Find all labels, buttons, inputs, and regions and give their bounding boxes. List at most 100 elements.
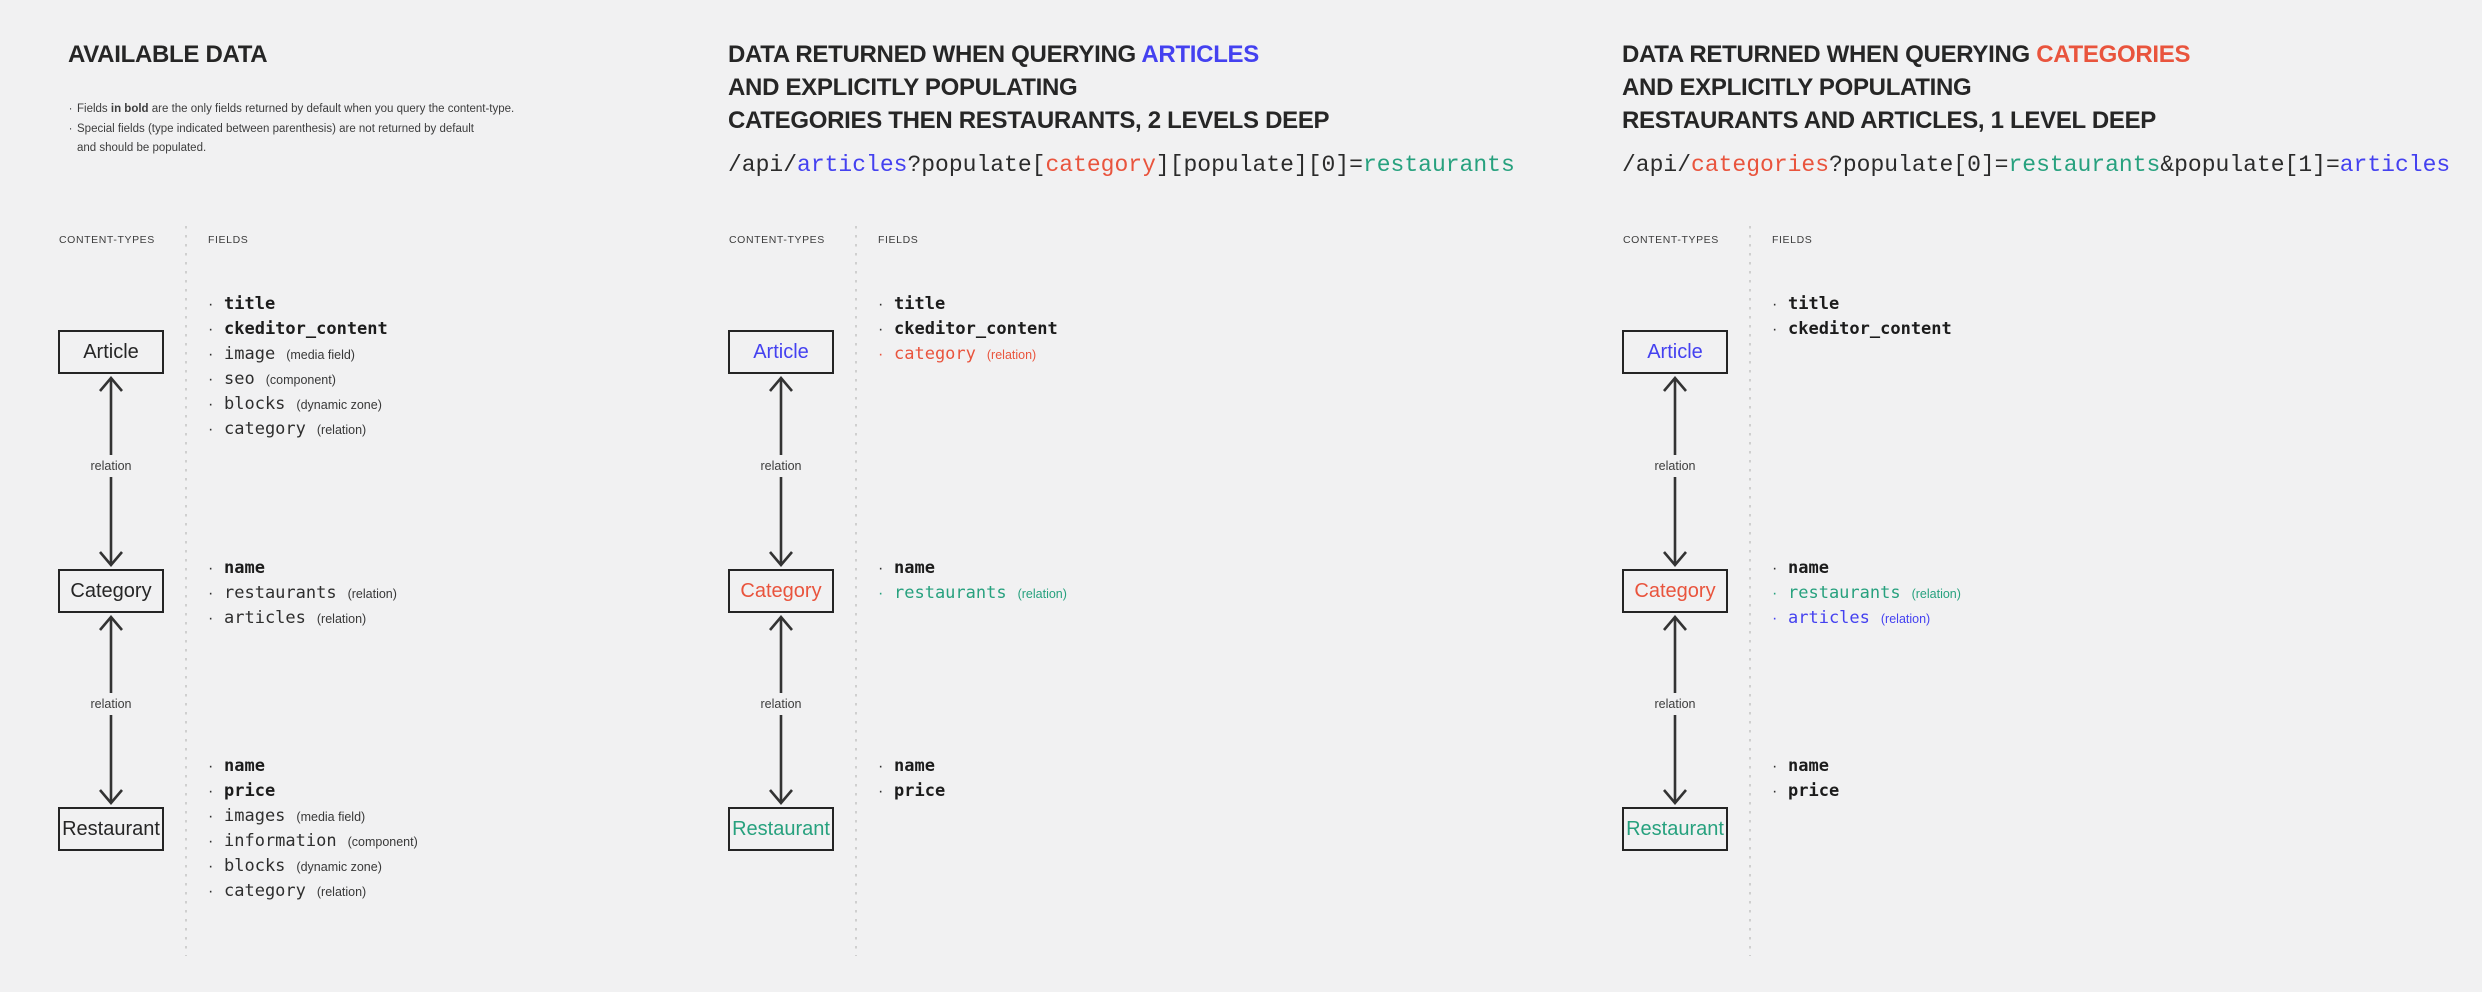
field-type-annotation: (relation)	[316, 612, 367, 626]
field-name: price	[1788, 781, 1840, 801]
bullet-icon: ·	[878, 321, 884, 338]
field-name: ckeditor_content	[894, 319, 1058, 339]
panel-available-data: AVAILABLE DATA ·Fields in bold are the o…	[58, 0, 678, 992]
fields-list-restaurant: · name · price	[878, 754, 956, 804]
field-name: image	[224, 344, 276, 364]
bullet-icon: ·	[878, 585, 884, 602]
content-type-box-article: Article	[728, 330, 834, 374]
note-line: and should be populated.	[64, 139, 644, 159]
bullet-icon: ·	[208, 833, 214, 850]
fields-list-article: ·title·ckeditor_content·image(media fiel…	[208, 292, 399, 442]
field-name: ·name	[208, 754, 418, 779]
field-type-annotation: (component)	[265, 373, 336, 387]
text-segment: AND EXPLICITLY POPULATING	[1622, 74, 1972, 101]
field-name: ckeditor_content	[1788, 319, 1952, 339]
text-segment: CATEGORIES THEN RESTAURANTS, 2 LEVELS DE…	[728, 107, 1330, 134]
note-text: and should be populated.	[77, 142, 207, 154]
field-image: · image (media field)	[208, 342, 399, 367]
field-name: name	[894, 756, 935, 776]
panel-title: DATA RETURNED WHEN QUERYING CATEGORIES A…	[1622, 38, 2190, 137]
text-segment: AND EXPLICITLY POPULATING	[728, 74, 1078, 101]
field-name: ·name	[208, 556, 397, 581]
relation-label: relation	[758, 454, 804, 477]
bullet-icon: ·	[208, 585, 214, 602]
field-type-annotation: (media field)	[286, 348, 355, 362]
field-type-annotation: (dynamic zone)	[296, 398, 382, 412]
bullet-icon: ·	[208, 346, 214, 363]
field-information: ·information(component)	[208, 829, 418, 854]
content-type-box-category: Category	[1622, 569, 1728, 613]
field-articles: ·articles(relation)	[208, 606, 397, 631]
fields-header: FIELDS	[208, 234, 249, 246]
field-type-annotation: (relation)	[1880, 612, 1931, 626]
text-segment: RESTAURANTS AND ARTICLES, 1 LEVEL DEEP	[1622, 107, 2156, 134]
bullet-icon: ·	[1772, 296, 1778, 313]
bullet-icon: ·	[208, 296, 214, 313]
field-type-annotation: (relation)	[1017, 587, 1067, 601]
text-segment: DATA RETURNED WHEN QUERYING	[1622, 41, 2037, 68]
note-text: Special fields (type indicated between p…	[77, 122, 474, 135]
field-name: price	[894, 781, 946, 801]
bullet-icon: ·	[1772, 783, 1778, 800]
field-name: category	[894, 344, 976, 364]
text-segment: ?populate[0]=	[1829, 152, 2009, 178]
bullet-icon: ·	[878, 783, 884, 800]
fields-list-category: ·name·restaurants(relation)·articles(rel…	[1772, 556, 1961, 631]
field-name: name	[894, 558, 935, 578]
field-name: name	[224, 756, 265, 776]
field-name: images	[224, 806, 286, 826]
field-name: seo	[224, 369, 255, 389]
field-category: ·category(relation)	[208, 417, 399, 442]
field-name: ·name	[1772, 556, 1961, 581]
field-ckeditor_content: · ckeditor_content	[878, 317, 1069, 342]
bullet-icon: ·	[68, 103, 73, 115]
field-title: ·title	[878, 292, 1069, 317]
relation-label: relation	[1652, 693, 1698, 716]
bullet-icon: ·	[208, 371, 214, 388]
field-name: restaurants	[224, 583, 337, 603]
field-restaurants: ·restaurants(relation)	[208, 581, 397, 606]
content-type-box-category: Category	[58, 569, 164, 613]
content-types-header: CONTENT-TYPES	[1623, 234, 1719, 246]
panel-title: AVAILABLE DATA	[68, 38, 268, 71]
restaurant-label: Restaurant	[732, 817, 830, 840]
field-name: · name	[878, 754, 956, 779]
field-price: ·price	[208, 779, 418, 804]
field-type-annotation: (relation)	[316, 885, 367, 899]
category-label: Category	[1634, 579, 1716, 602]
field-type-annotation: (dynamic zone)	[296, 860, 382, 874]
bullet-icon: ·	[208, 808, 214, 825]
fields-list-category: ·name·restaurants(relation)	[878, 556, 1067, 606]
field-title: ·title	[208, 292, 399, 317]
field-blocks: ·blocks(dynamic zone)	[208, 392, 399, 417]
text-segment: &populate[1]=	[2160, 152, 2340, 178]
text-segment: /api/	[1622, 152, 1692, 178]
bullet-icon: ·	[878, 346, 884, 363]
field-name: articles	[1788, 608, 1870, 628]
bullet-icon: ·	[1772, 610, 1778, 627]
content-type-box-category: Category	[728, 569, 834, 613]
article-label: Article	[83, 340, 139, 363]
fields-list-restaurant: ·name·price·images(media field)·informat…	[208, 754, 418, 904]
fields-list-article: ·title·ckeditor_content·category(relatio…	[878, 292, 1069, 367]
relation-connector: relation	[88, 374, 134, 569]
fields-list-restaurant: ·name·price	[1772, 754, 1850, 804]
content-type-box-article: Article	[58, 330, 164, 374]
fields-list-article: ·title·ckeditor_content	[1772, 292, 1963, 342]
category-label: Category	[740, 579, 822, 602]
highlight-red: category	[1045, 152, 1156, 178]
column-separator	[1749, 226, 1751, 956]
restaurant-label: Restaurant	[62, 817, 160, 840]
bullet-icon: ·	[1772, 560, 1778, 577]
bullet-icon: ·	[208, 396, 214, 413]
bullet-icon: ·	[208, 421, 214, 438]
text-segment: /api/	[728, 152, 798, 178]
api-endpoint: /api/categories?populate[0]=restaurants&…	[1622, 152, 2450, 178]
field-ckeditor_content: ·ckeditor_content	[1772, 317, 1963, 342]
highlight-blue: ARTICLES	[1141, 41, 1259, 68]
field-title: ·title	[1772, 292, 1963, 317]
note-line: ·Special fields (type indicated between …	[64, 120, 644, 140]
bullet-icon: ·	[878, 758, 884, 775]
panel-title: DATA RETURNED WHEN QUERYING ARTICLES AND…	[728, 38, 1330, 137]
